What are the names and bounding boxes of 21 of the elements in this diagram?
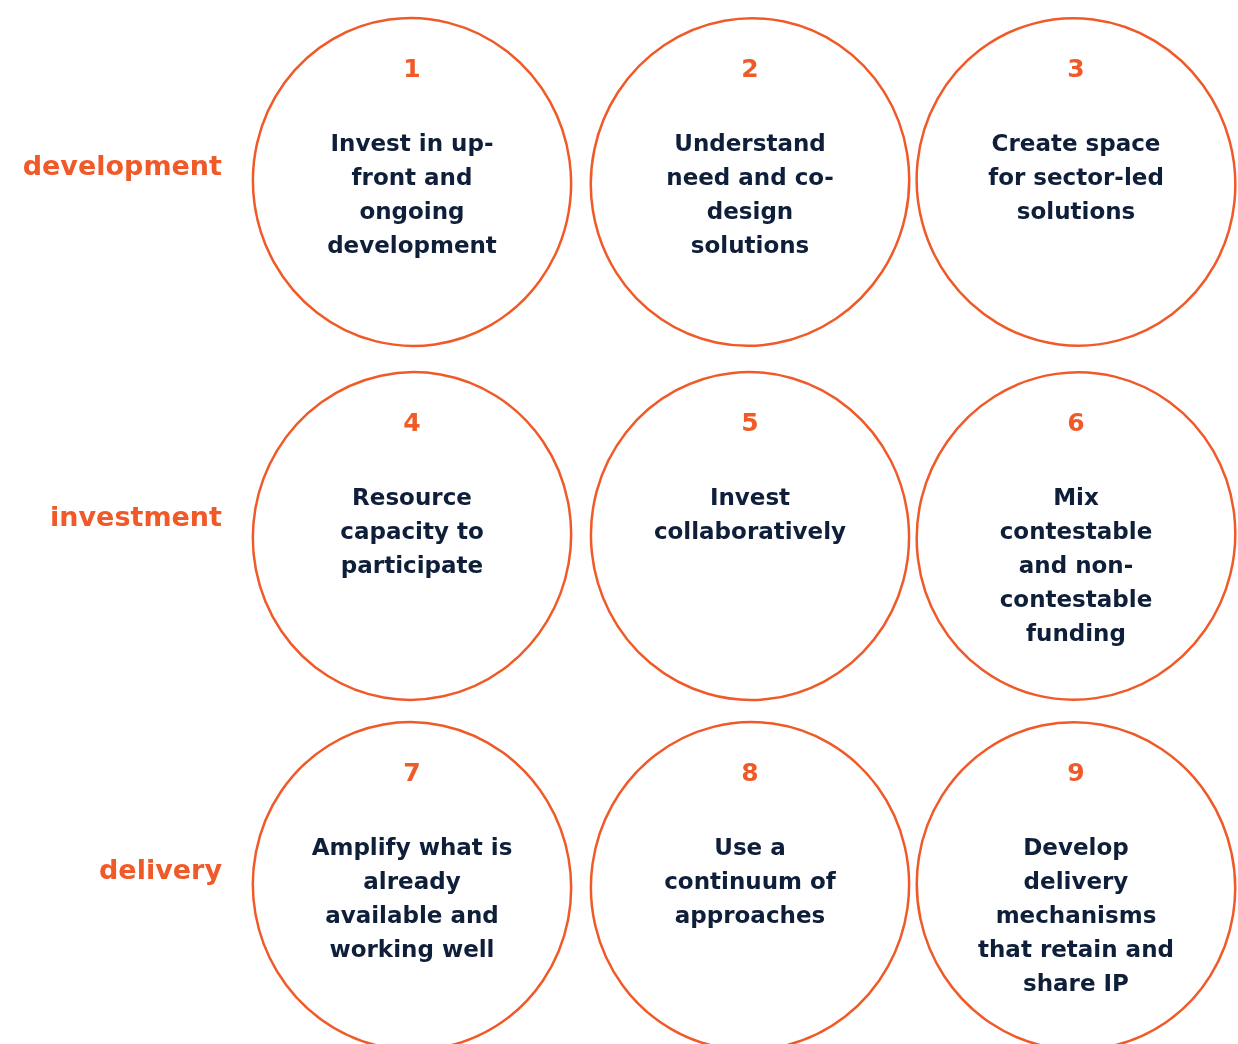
step-text: Use a continuum of approaches <box>663 833 837 930</box>
step-number: 2 <box>740 54 760 83</box>
step-text: Invest in up-front and ongoing development <box>326 129 498 260</box>
step-text: Create space for sector-led solutions <box>987 129 1165 226</box>
row-heading: delivery <box>99 854 222 885</box>
step-number: 8 <box>740 758 760 787</box>
step-number: 4 <box>402 408 422 437</box>
step-number: 5 <box>740 408 760 437</box>
step-number: 9 <box>1066 758 1086 787</box>
step-text: Invest collaboratively <box>652 483 848 546</box>
step-text: Resource capacity to participate <box>339 483 485 580</box>
step-number: 6 <box>1066 408 1086 437</box>
row-heading: development <box>22 150 222 181</box>
row-heading: investment <box>50 501 222 532</box>
step-number: 1 <box>402 54 422 83</box>
step-number: 7 <box>402 758 422 787</box>
step-text: Develop delivery mechanisms that retain and share IP <box>977 833 1175 998</box>
step-text: Understand need and co-design solutions <box>665 129 835 260</box>
step-text: Amplify what is already available and working well <box>311 833 513 964</box>
step-number: 3 <box>1066 54 1086 83</box>
step-text: Mix contestable and non-contestable funding <box>998 483 1154 648</box>
